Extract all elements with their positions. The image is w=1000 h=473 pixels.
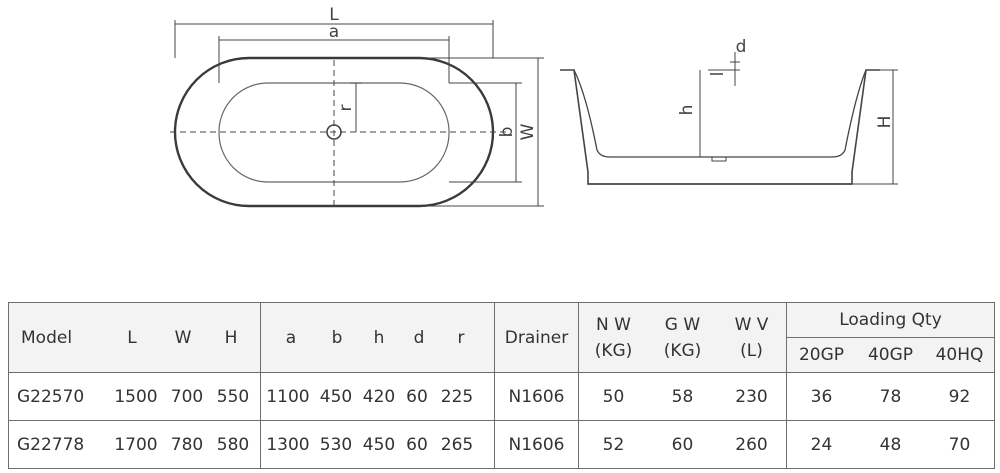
cell-d: 60 xyxy=(406,434,428,455)
header-20gp: 20GP xyxy=(798,345,845,365)
inner-length-label: a xyxy=(329,22,339,42)
header-wv-top: W V xyxy=(734,314,769,335)
header-group-inner: a b h d r xyxy=(260,302,495,373)
cell-40gp: 48 xyxy=(879,434,902,455)
cell-20gp: 36 xyxy=(810,386,833,407)
outer-shell-profile xyxy=(560,69,880,185)
table-row: G22778 1700 780 580 1300 530 450 60 265 … xyxy=(8,420,995,469)
header-W: W xyxy=(174,327,192,348)
header-40gp: 40GP xyxy=(867,345,914,365)
cell-r: 265 xyxy=(440,434,474,455)
cell-h: 450 xyxy=(362,434,396,455)
inner-width-label: b xyxy=(497,127,517,138)
cell-gw: 58 xyxy=(671,386,694,407)
top-view xyxy=(170,20,544,210)
header-h: h xyxy=(373,327,385,348)
header-a: a xyxy=(285,327,297,348)
table-row: G22570 1500 700 550 1100 450 420 60 225 … xyxy=(8,372,995,421)
height-label: H xyxy=(875,116,895,129)
cell-drainer: N1606 xyxy=(508,434,565,455)
cell-L: 1700 xyxy=(114,434,158,455)
cell-b: 530 xyxy=(319,434,353,455)
drain-depth-label: d xyxy=(736,37,747,57)
header-nw-bottom: (KG) xyxy=(594,340,633,361)
header-gw-bottom: (KG) xyxy=(663,340,702,361)
radius-label: r xyxy=(336,105,356,112)
cell-h: 420 xyxy=(362,386,396,407)
width-label: W xyxy=(518,123,538,140)
cell-H: 550 xyxy=(216,386,250,407)
header-group-dimensions: Model L W H xyxy=(8,302,261,373)
cell-a: 1100 xyxy=(266,386,310,407)
header-40hq: 40HQ xyxy=(935,345,984,365)
cell-a: 1300 xyxy=(266,434,310,455)
cell-wv: 230 xyxy=(735,386,768,407)
cell-b: 450 xyxy=(319,386,353,407)
header-r: r xyxy=(457,327,465,348)
inner-basin-profile xyxy=(573,69,867,158)
header-loading-qty: Loading Qty xyxy=(787,303,994,338)
cell-drainer: N1606 xyxy=(508,386,565,407)
header-b: b xyxy=(331,327,343,348)
bathtub-technical-drawing: L a r b W d l h H xyxy=(170,5,898,210)
header-wv-bottom: (L) xyxy=(740,340,763,361)
cell-H: 580 xyxy=(216,434,250,455)
cell-40hq: 92 xyxy=(948,386,971,407)
header-model: Model xyxy=(21,327,73,348)
header-d: d xyxy=(413,327,425,348)
cell-nw: 50 xyxy=(602,386,625,407)
drain-stub xyxy=(711,156,727,162)
cell-gw: 60 xyxy=(671,434,694,455)
header-L: L xyxy=(127,327,137,348)
header-row: Model L W H a b h d r Drainer N W (KG) G … xyxy=(8,302,995,373)
cell-W: 780 xyxy=(170,434,204,455)
cell-model: G22570 xyxy=(17,386,85,407)
header-nw-top: N W xyxy=(596,314,631,335)
header-drainer: Drainer xyxy=(494,302,579,373)
lip-label: l xyxy=(708,72,728,77)
cell-20gp: 24 xyxy=(810,434,833,455)
header-group-weights: N W (KG) G W (KG) W V (L) xyxy=(578,302,787,373)
header-H: H xyxy=(224,327,238,348)
cell-d: 60 xyxy=(406,386,428,407)
header-drainer-label: Drainer xyxy=(504,327,569,348)
cell-nw: 52 xyxy=(602,434,625,455)
cell-wv: 260 xyxy=(735,434,768,455)
cell-L: 1500 xyxy=(114,386,158,407)
cell-r: 225 xyxy=(440,386,474,407)
cell-40hq: 70 xyxy=(948,434,971,455)
inner-height-label: h xyxy=(677,105,697,116)
specification-table: Model L W H a b h d r Drainer N W (KG) G … xyxy=(8,302,995,469)
header-group-loading: Loading Qty 20GP 40GP 40HQ xyxy=(786,302,995,373)
header-gw-top: G W xyxy=(664,314,701,335)
cell-40gp: 78 xyxy=(879,386,902,407)
cell-W: 700 xyxy=(170,386,204,407)
side-view xyxy=(560,52,898,185)
cell-model: G22778 xyxy=(17,434,85,455)
length-label: L xyxy=(329,5,339,25)
